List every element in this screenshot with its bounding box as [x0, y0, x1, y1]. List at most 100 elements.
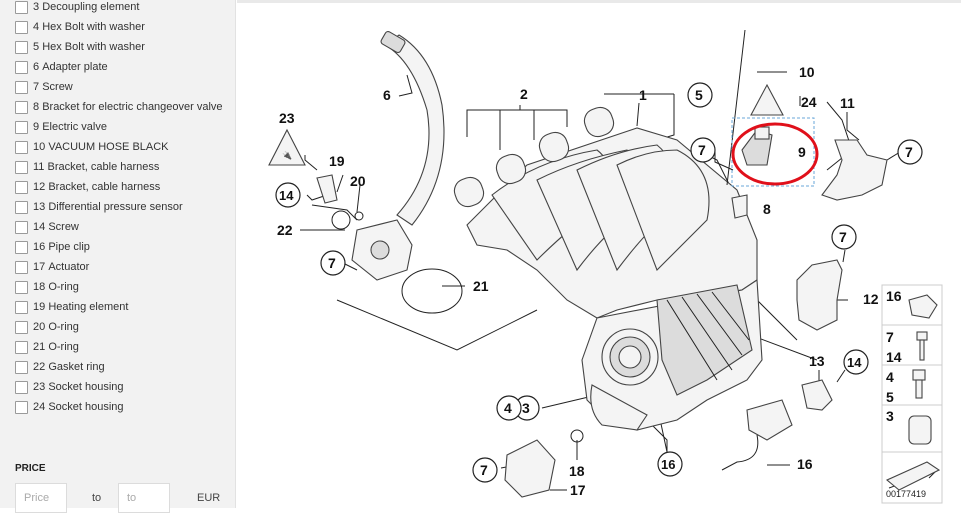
part-name: Actuator	[48, 261, 90, 273]
part-checkbox[interactable]	[15, 160, 28, 174]
part-number: 22	[33, 361, 46, 373]
callout-18: 18	[569, 463, 585, 479]
part-number: 9	[33, 121, 40, 133]
svg-text:🔌: 🔌	[282, 150, 292, 160]
legend-5: 5	[886, 389, 894, 405]
part-number: 11	[33, 161, 45, 173]
part-item-23[interactable]: 23 Socket housing	[0, 377, 236, 397]
callout-labels: 1 2 3 4 5 6 7 7 7 7 7 8 9 10 11 12 13 14…	[275, 64, 923, 498]
part-item-16[interactable]: 16 Pipe clip	[0, 237, 236, 257]
part-item-21[interactable]: 21 O-ring	[0, 337, 236, 357]
callout-6: 6	[383, 87, 391, 103]
bracket-8	[731, 194, 748, 219]
actuator-16	[721, 399, 793, 471]
part-number: 6	[33, 61, 40, 73]
part-checkbox[interactable]	[15, 320, 28, 334]
callout-8: 8	[763, 201, 771, 217]
part-item-20[interactable]: 20 O-ring	[0, 317, 236, 337]
part-number: 20	[33, 321, 46, 333]
part-name: Hex Bolt with washer	[42, 21, 145, 33]
callout-12: 12	[863, 291, 879, 307]
callout-19: 19	[329, 153, 345, 169]
bracket-12	[796, 259, 843, 331]
part-name: O-ring	[48, 281, 79, 293]
part-name: Socket housing	[48, 381, 124, 393]
part-item-22[interactable]: 22 Gasket ring	[0, 357, 236, 377]
part-checkbox[interactable]	[15, 100, 28, 114]
part-item-10[interactable]: 10 VACUUM HOSE BLACK	[0, 137, 236, 157]
part-item-13[interactable]: 13 Differential pressure sensor	[0, 197, 236, 217]
part-checkbox[interactable]	[15, 240, 28, 254]
callout-7a: 7	[698, 142, 706, 158]
callout-16a: 16	[661, 457, 675, 472]
callout-10: 10	[799, 64, 815, 80]
part-item-19[interactable]: 19 Heating element	[0, 297, 236, 317]
part-name: Bracket, cable harness	[47, 161, 160, 173]
part-number: 4	[33, 21, 40, 33]
part-item-18[interactable]: 18 O-ring	[0, 277, 236, 297]
electric-valve	[731, 117, 819, 187]
part-name: Pipe clip	[48, 241, 90, 253]
part-number: 21	[33, 341, 46, 353]
part-checkbox[interactable]	[15, 20, 28, 34]
callout-5: 5	[695, 87, 703, 103]
part-name: Differential pressure sensor	[48, 201, 183, 213]
legend-4: 4	[886, 369, 894, 385]
sensor-13	[801, 379, 833, 411]
part-number: 19	[33, 301, 46, 313]
part-checkbox[interactable]	[15, 140, 28, 154]
part-checkbox[interactable]	[15, 380, 28, 394]
part-checkbox[interactable]	[15, 200, 28, 214]
callout-14b: 14	[279, 188, 294, 203]
part-checkbox[interactable]	[15, 80, 28, 94]
part-number: 13	[33, 201, 46, 213]
callout-4: 4	[504, 400, 512, 416]
heating-element	[316, 174, 364, 230]
part-checkbox[interactable]	[15, 40, 28, 54]
part-checkbox[interactable]	[15, 400, 28, 414]
part-name: O-ring	[48, 321, 79, 333]
oring-21	[401, 268, 463, 314]
part-item-17[interactable]: 17 Actuator	[0, 257, 236, 277]
part-checkbox[interactable]	[15, 280, 28, 294]
price-min-input[interactable]	[15, 483, 67, 513]
part-name: Adapter plate	[42, 61, 108, 73]
price-currency-label: EUR	[197, 492, 221, 504]
part-item-4[interactable]: 4 Hex Bolt with washer	[0, 17, 236, 37]
part-checkbox[interactable]	[15, 340, 28, 354]
part-checkbox[interactable]	[15, 0, 28, 14]
part-checkbox[interactable]	[15, 60, 28, 74]
part-item-8[interactable]: 8 Bracket for electric changeover valve	[0, 97, 236, 117]
part-checkbox[interactable]	[15, 180, 28, 194]
part-item-3[interactable]: 3 Decoupling element	[0, 0, 236, 17]
price-max-input[interactable]	[118, 483, 170, 513]
part-item-7[interactable]: 7 Screw	[0, 77, 236, 97]
legend-7: 7	[886, 329, 894, 345]
part-checkbox[interactable]	[15, 260, 28, 274]
part-item-5[interactable]: 5 Hex Bolt with washer	[0, 37, 236, 57]
part-item-9[interactable]: 9 Electric valve	[0, 117, 236, 137]
actuator-17	[504, 429, 584, 498]
part-item-11[interactable]: 11 Bracket, cable harness	[0, 157, 236, 177]
callout-14a: 14	[847, 355, 862, 370]
part-checkbox[interactable]	[15, 220, 28, 234]
part-checkbox[interactable]	[15, 300, 28, 314]
part-checkbox[interactable]	[15, 120, 28, 134]
callout-2: 2	[520, 86, 528, 102]
callout-16b: 16	[797, 456, 813, 472]
socket-housing-23: 🔌	[268, 128, 306, 166]
part-number: 17	[33, 261, 46, 273]
part-name: Electric valve	[42, 121, 107, 133]
part-checkbox[interactable]	[15, 360, 28, 374]
callout-17: 17	[570, 482, 586, 498]
part-item-6[interactable]: 6 Adapter plate	[0, 57, 236, 77]
part-item-14[interactable]: 14 Screw	[0, 217, 236, 237]
part-item-24[interactable]: 24 Socket housing	[0, 397, 236, 417]
part-item-12[interactable]: 12 Bracket, cable harness	[0, 177, 236, 197]
part-number: 14	[33, 221, 46, 233]
part-number: 12	[33, 181, 46, 193]
callout-7b: 7	[905, 144, 913, 160]
part-number: 8	[33, 101, 40, 113]
callout-1: 1	[639, 87, 647, 103]
